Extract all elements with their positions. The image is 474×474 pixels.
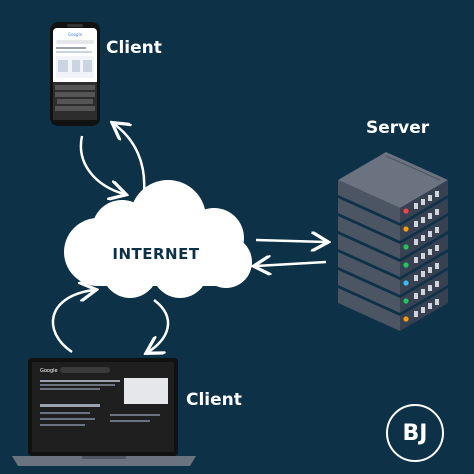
- server-vent: [428, 249, 432, 255]
- server-tier-left: [338, 288, 400, 331]
- server-tier-left: [338, 180, 400, 223]
- server-label: Server: [366, 118, 430, 138]
- server-led: [403, 208, 409, 214]
- server-vent: [435, 227, 439, 233]
- smartphone-icon: Google: [50, 22, 100, 126]
- server-vent: [435, 245, 439, 251]
- server-vent: [428, 303, 432, 309]
- server-tier-left: [338, 252, 400, 295]
- server-tier-left: [338, 216, 400, 259]
- server-vent: [421, 235, 425, 241]
- server-vent: [414, 293, 418, 299]
- client-top-label: Client: [106, 38, 162, 58]
- server-vent: [421, 271, 425, 277]
- server-led: [403, 316, 409, 322]
- server-vent: [435, 209, 439, 215]
- laptop-icon: Google: [12, 358, 196, 466]
- server-vent: [421, 199, 425, 205]
- server-vent: [435, 281, 439, 287]
- server-tier-left: [338, 234, 400, 277]
- internet-label: INTERNET: [112, 245, 200, 263]
- server-vent: [421, 253, 425, 259]
- arrow-icon: [256, 262, 327, 266]
- server-rack-icon: [338, 152, 448, 331]
- server-vent: [414, 275, 418, 281]
- svg-text:Google: Google: [68, 32, 83, 37]
- server-vent: [435, 299, 439, 305]
- arrow-icon: [114, 124, 146, 193]
- server-vent: [414, 221, 418, 227]
- server-vent: [435, 263, 439, 269]
- server-vent: [428, 213, 432, 219]
- server-vent: [435, 191, 439, 197]
- server-led: [403, 298, 409, 304]
- server-vent: [421, 289, 425, 295]
- server-vent: [414, 239, 418, 245]
- server-vent: [428, 231, 432, 237]
- server-vent: [414, 203, 418, 209]
- server-vent: [414, 311, 418, 317]
- arrow-icon: [148, 299, 170, 352]
- server-vent: [414, 257, 418, 263]
- server-vent: [428, 195, 432, 201]
- arrow-icon: [79, 135, 124, 194]
- brand-badge: BJ: [386, 404, 444, 462]
- server-tier-left: [338, 270, 400, 313]
- arrow-icon: [51, 290, 94, 354]
- server-vent: [428, 267, 432, 273]
- svg-text:Google: Google: [40, 368, 58, 374]
- cloud-icon: [64, 180, 252, 298]
- server-led: [403, 280, 409, 286]
- server-vent: [421, 307, 425, 313]
- server-vent: [428, 285, 432, 291]
- arrow-icon: [255, 240, 326, 242]
- server-led: [403, 226, 409, 232]
- server-vent: [421, 217, 425, 223]
- server-led: [403, 244, 409, 250]
- server-led: [403, 262, 409, 268]
- server-tier-left: [338, 198, 400, 241]
- client-bottom-label: Client: [186, 390, 242, 410]
